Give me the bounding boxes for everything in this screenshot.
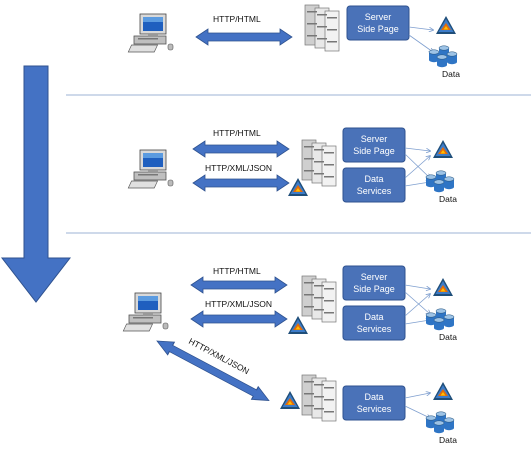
bidirectional-arrow (190, 310, 288, 328)
warning-triangle-icon (280, 391, 300, 409)
connector (404, 393, 430, 399)
progression-down-arrow (0, 65, 72, 303)
data-services-label-2: Services (357, 404, 392, 414)
warning-triangle-icon (288, 178, 308, 196)
data-label: Data (439, 332, 457, 342)
server-side-page-label-2: Side Page (353, 146, 395, 156)
server-rack-icon (304, 4, 340, 52)
warning-triangle-icon (436, 16, 456, 34)
data-services-box (342, 167, 406, 203)
data-services-label: Data (364, 174, 383, 184)
diagonal-bidirectional-arrow (153, 334, 273, 408)
warning-triangle-icon (433, 278, 453, 296)
server-side-page-label: Server (361, 134, 388, 144)
warning-triangle-icon (433, 382, 453, 400)
protocol-label-html: HTTP/HTML (213, 14, 261, 24)
data-services-label-2: Services (357, 186, 392, 196)
computer-icon (122, 292, 169, 332)
server-side-page-box (346, 5, 410, 41)
data-services-label: Data (364, 392, 383, 402)
database-icon (426, 412, 454, 433)
database-icon (429, 46, 457, 67)
bidirectional-arrow (195, 28, 293, 46)
protocol-label-xml-json: HTTP/XML/JSON (205, 299, 272, 309)
protocol-label-xml-json: HTTP/XML/JSON (205, 163, 272, 173)
connector (404, 156, 430, 179)
bidirectional-arrow (190, 276, 288, 294)
computer-icon (127, 149, 174, 189)
data-label: Data (442, 69, 460, 79)
connector (404, 147, 430, 151)
server-side-page-label-2: Side Page (353, 284, 395, 294)
connector (404, 153, 430, 178)
server-side-page-box (342, 265, 406, 301)
server-rack-icon (301, 139, 337, 187)
warning-triangle-icon (288, 316, 308, 334)
bidirectional-arrow (192, 174, 290, 192)
server-side-page-label: Server (361, 272, 388, 282)
connector (404, 182, 430, 187)
computer-icon (127, 13, 174, 53)
warning-triangle-icon (433, 140, 453, 158)
server-rack-icon (301, 374, 337, 422)
server-side-page-label: Server (365, 12, 392, 22)
server-side-page-box (342, 127, 406, 163)
data-label: Data (439, 194, 457, 204)
connector (408, 34, 433, 52)
connector (404, 291, 430, 314)
database-icon (426, 309, 454, 330)
server-rack-icon (301, 275, 337, 323)
data-services-label: Data (364, 312, 383, 322)
connector (404, 320, 430, 325)
data-services-box (342, 385, 406, 421)
protocol-label-html: HTTP/HTML (213, 266, 261, 276)
data-services-box (342, 305, 406, 341)
connector (404, 405, 430, 418)
database-icon (426, 171, 454, 192)
server-side-page-label-2: Side Page (357, 24, 399, 34)
data-services-label-2: Services (357, 324, 392, 334)
connector (408, 26, 433, 30)
bidirectional-arrow (192, 140, 290, 158)
connector (404, 294, 430, 317)
data-label: Data (439, 435, 457, 445)
connector (404, 284, 430, 289)
protocol-label-html: HTTP/HTML (213, 128, 261, 138)
